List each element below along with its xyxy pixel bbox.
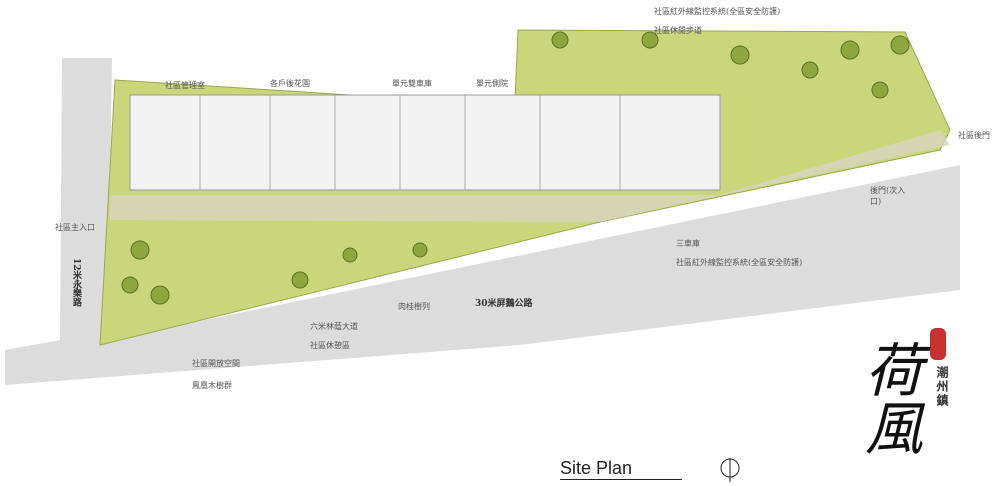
road-area — [5, 58, 960, 385]
label-backdoor: 社區後門 — [958, 131, 990, 140]
town-name: 潮州鎮 — [935, 366, 949, 408]
label-cinnamon: 肉桂樹列 — [398, 302, 430, 311]
label-rear-gate: 後門(次入口) — [870, 186, 906, 206]
paving-strip — [110, 130, 950, 222]
label-sideyard: 單元側院 — [476, 79, 508, 88]
label-trail: 社區休閒步道 — [654, 26, 702, 35]
label-poinciana: 鳳凰木樹群 — [192, 381, 232, 390]
label-garage3: 三車庫 — [676, 239, 700, 248]
label-boulevard: 六米林蔭大道 — [310, 322, 358, 331]
calligraphy-logo: 荷風 — [855, 340, 923, 456]
unit-dividers — [199, 95, 621, 190]
label-ir-bottom: 社區紅外線監控系統(全區安全防護) — [676, 258, 803, 267]
seal-stamp — [930, 328, 946, 360]
label-backyard: 各戶後花園 — [270, 79, 310, 88]
road-side-label: 12米永樂路 — [71, 258, 81, 307]
label-rest: 社區休憩區 — [310, 341, 350, 350]
label-ir-top: 社區紅外線監控系統(全區安全防護) — [654, 7, 781, 16]
trees — [121, 31, 910, 305]
buildings — [129, 94, 721, 191]
label-open: 社區開放空間 — [192, 359, 240, 368]
road-main-label: 30米屏鵝公路 — [475, 299, 533, 309]
site-plan-title: Site Plan — [560, 458, 683, 480]
label-garage2: 單元雙車庫 — [392, 79, 432, 88]
label-mgmt: 社區管理室 — [165, 81, 205, 90]
label-main-entry: 社區主入口 — [55, 223, 95, 232]
